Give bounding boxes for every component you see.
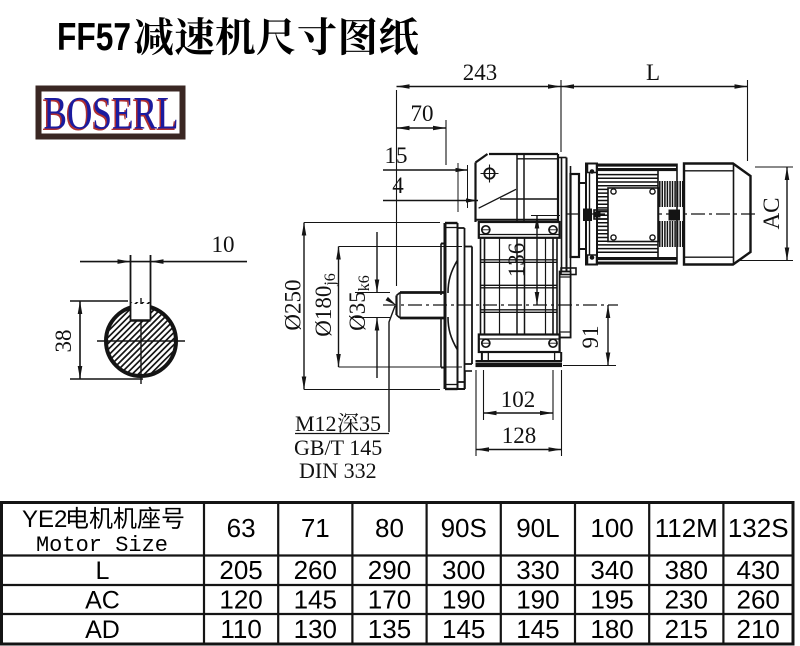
svg-text:170: 170 (368, 585, 411, 615)
svg-text:135: 135 (368, 614, 411, 644)
svg-text:AC: AC (759, 198, 784, 230)
svg-text:Ø35k6: Ø35k6 (345, 275, 373, 331)
svg-text:15: 15 (385, 143, 408, 168)
svg-text:91: 91 (578, 326, 603, 349)
svg-text:AC: AC (85, 587, 120, 615)
svg-text:215: 215 (665, 614, 708, 644)
svg-text:71: 71 (301, 513, 330, 543)
svg-text:120: 120 (219, 585, 262, 615)
svg-text:180: 180 (590, 614, 633, 644)
svg-text:Motor Size: Motor Size (36, 533, 168, 558)
svg-text:243: 243 (463, 60, 498, 85)
svg-text:112M: 112M (655, 513, 718, 543)
svg-text:190: 190 (442, 585, 485, 615)
svg-text:FF57: FF57 (57, 16, 131, 59)
svg-text:195: 195 (590, 585, 633, 615)
svg-text:190: 190 (516, 585, 559, 615)
svg-text:145: 145 (294, 585, 337, 615)
svg-text:145: 145 (516, 614, 559, 644)
svg-text:BOSERL: BOSERL (42, 89, 177, 141)
svg-text:L: L (96, 557, 110, 585)
svg-text:205: 205 (219, 555, 262, 585)
svg-text:136: 136 (504, 243, 529, 278)
svg-text:380: 380 (665, 555, 708, 585)
svg-text:210: 210 (737, 614, 780, 644)
svg-text:Ø180j6: Ø180j6 (311, 273, 339, 337)
svg-text:260: 260 (737, 585, 780, 615)
svg-text:80: 80 (375, 513, 404, 543)
svg-text:90S: 90S (441, 513, 487, 543)
svg-text:128: 128 (502, 423, 537, 448)
svg-text:35: 35 (359, 411, 381, 436)
svg-text:L: L (646, 60, 660, 85)
svg-text:340: 340 (590, 555, 633, 585)
svg-text:BOSERL: BOSERL (44, 88, 179, 140)
svg-text:130: 130 (294, 614, 337, 644)
svg-text:AD: AD (85, 616, 120, 644)
svg-text:YE2: YE2 (22, 506, 67, 533)
svg-text:145: 145 (442, 614, 485, 644)
svg-text:4: 4 (392, 173, 404, 198)
svg-text:M12: M12 (295, 411, 337, 436)
svg-text:GB/T 145: GB/T 145 (294, 435, 382, 460)
svg-text:290: 290 (368, 555, 411, 585)
svg-text:100: 100 (590, 513, 633, 543)
svg-text:Ø250: Ø250 (281, 279, 306, 330)
svg-text:260: 260 (294, 555, 337, 585)
svg-text:230: 230 (665, 585, 708, 615)
svg-text:DIN 332: DIN 332 (299, 458, 377, 483)
svg-text:70: 70 (411, 101, 434, 126)
svg-text:63: 63 (227, 513, 256, 543)
svg-text:330: 330 (516, 555, 559, 585)
svg-text:430: 430 (737, 555, 780, 585)
svg-text:90L: 90L (516, 513, 559, 543)
svg-text:132S: 132S (728, 513, 789, 543)
svg-text:102: 102 (501, 387, 536, 412)
svg-text:300: 300 (442, 555, 485, 585)
svg-text:10: 10 (212, 232, 235, 257)
svg-text:110: 110 (220, 614, 261, 644)
svg-text:38: 38 (51, 330, 76, 353)
